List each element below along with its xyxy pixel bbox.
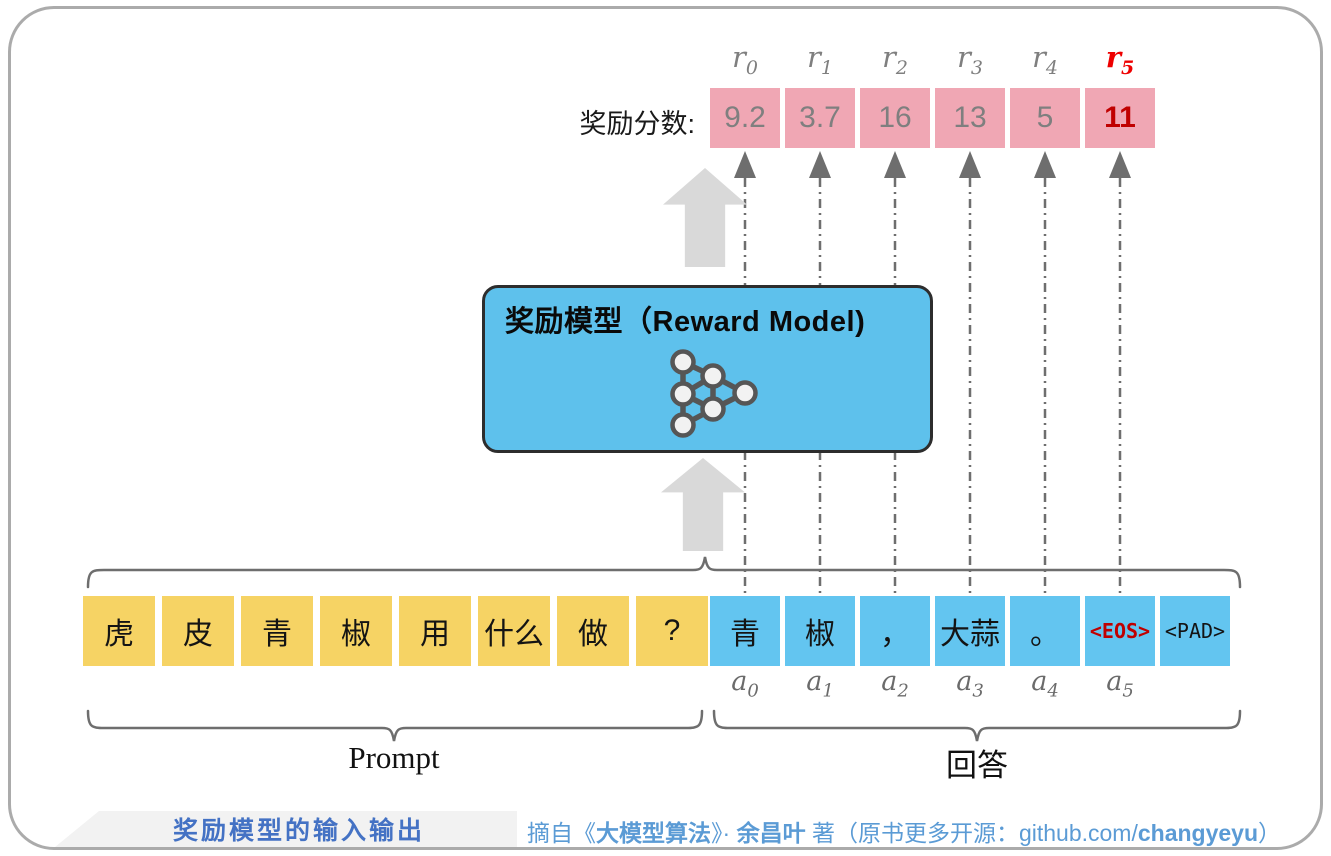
prompt-token: 什么: [478, 596, 550, 666]
r-variable-5: r5: [1105, 40, 1135, 79]
caption-text: 奖励模型的输入输出: [172, 818, 425, 845]
attribution-part: github.com/: [1018, 820, 1138, 846]
r-variable-2: r2: [882, 40, 908, 79]
answer-label: 回答: [946, 748, 1008, 783]
response-token: <EOS>: [1085, 596, 1155, 666]
response-token: 青: [710, 596, 780, 666]
response-token: ，: [860, 596, 930, 666]
prompt-token: 虎: [83, 596, 155, 666]
response-token: 椒: [785, 596, 855, 666]
a-variable-5: a5: [1106, 666, 1134, 702]
caption-banner: 奖励模型的输入输出: [55, 811, 517, 847]
prompt-token: ?: [636, 596, 708, 666]
r-variable-0: r0: [732, 40, 758, 79]
neural-network-icon: [670, 349, 758, 438]
attribution-part: ）: [1258, 820, 1282, 846]
r-variable-4: r4: [1032, 40, 1058, 79]
prompt-token: 做: [557, 596, 629, 666]
prompt-token: 用: [399, 596, 471, 666]
attribution-part: 余昌叶: [736, 820, 806, 846]
reward-score-box: 3.7: [785, 88, 855, 148]
attribution-text: 摘自《大模型算法》· 余昌叶 著（原书更多开源：github.com/chang…: [527, 814, 1281, 848]
response-token: <PAD>: [1160, 596, 1230, 666]
prompt-token: 椒: [320, 596, 392, 666]
reward-model-title: 奖励模型（Reward Model): [505, 306, 866, 338]
a-variable-3: a3: [956, 666, 984, 702]
response-token: 。: [1010, 596, 1080, 666]
prompt-token: 青: [241, 596, 313, 666]
reward-score-box: 9.2: [710, 88, 780, 148]
attribution-part: changyeyu: [1137, 820, 1259, 846]
reward-score-label: 奖励分数:: [579, 109, 695, 139]
a-variable-2: a2: [881, 666, 909, 702]
reward-score-box: 13: [935, 88, 1005, 148]
reward-score-box: 16: [860, 88, 930, 148]
prompt-token: 皮: [162, 596, 234, 666]
r-variable-1: r1: [807, 40, 833, 79]
attribution-part: 大模型算法: [596, 820, 711, 846]
a-variable-4: a4: [1031, 666, 1059, 702]
reward-score-box: 5: [1010, 88, 1080, 148]
reward-model-box: 奖励模型（Reward Model): [482, 285, 933, 453]
attribution-part: 摘自《: [527, 820, 596, 846]
a-variable-0: a0: [731, 666, 759, 702]
a-variable-1: a1: [806, 666, 834, 702]
response-token: 大蒜: [935, 596, 1005, 666]
attribution-part: 著（原书更多开源：: [805, 820, 1019, 846]
figure-border: [8, 6, 1323, 850]
attribution-part: 》·: [711, 820, 737, 846]
r-variable-3: r3: [957, 40, 983, 79]
reward-score-box: 11: [1085, 88, 1155, 148]
prompt-label: Prompt: [348, 740, 440, 775]
